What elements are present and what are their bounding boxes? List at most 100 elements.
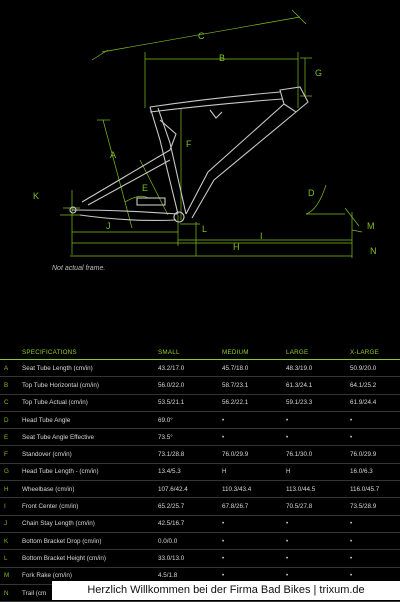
not-actual-frame-note: Not actual frame. bbox=[52, 265, 106, 272]
cell-small: 13.4/5.3 bbox=[158, 463, 222, 482]
cell-x-large: 73.5/28.9 bbox=[350, 497, 400, 516]
label-l: L bbox=[202, 224, 207, 234]
cell-medium: 110.3/43.4 bbox=[222, 480, 286, 499]
cell-small: 56.0/22.0 bbox=[158, 376, 222, 395]
label-e: E bbox=[142, 183, 148, 193]
cell-small: 73.5° bbox=[158, 428, 222, 447]
row-spec-name: Seat Tube Angle Effective bbox=[22, 428, 158, 447]
row-key: D bbox=[0, 411, 22, 430]
label-d: D bbox=[308, 188, 315, 198]
cell-medium: • bbox=[222, 549, 286, 568]
cell-x-large: 50.9/20.0 bbox=[350, 359, 400, 378]
footer-banner: Herzlich Willkommen bei der Firma Bad Bi… bbox=[52, 581, 400, 600]
cell-medium: 45.7/18.0 bbox=[222, 359, 286, 378]
cell-large: • bbox=[286, 411, 350, 430]
cell-x-large: 76.0/29.9 bbox=[350, 445, 400, 464]
row-spec-name: Head Tube Angle bbox=[22, 411, 158, 430]
cell-medium: • bbox=[222, 532, 286, 551]
label-c: C bbox=[198, 31, 205, 41]
row-key: M bbox=[0, 567, 22, 585]
cell-medium: • bbox=[222, 411, 286, 430]
frame-geometry-diagram: C B G A F E D K J L M I H N bbox=[33, 9, 377, 258]
cell-large: • bbox=[286, 428, 350, 447]
cell-x-large: 116.0/45.7 bbox=[350, 480, 400, 499]
cell-small: 33.0/13.0 bbox=[158, 549, 222, 568]
label-k: K bbox=[33, 191, 39, 201]
cell-large: 48.3/19.0 bbox=[286, 359, 350, 378]
row-spec-name: Wheelbase (cm/in) bbox=[22, 480, 158, 499]
label-n: N bbox=[370, 246, 377, 256]
cell-small: 53.5/21.1 bbox=[158, 394, 222, 412]
cell-large: • bbox=[286, 532, 350, 551]
cell-small: 69.0° bbox=[158, 411, 222, 430]
header-medium: MEDIUM bbox=[222, 345, 286, 360]
cell-x-large: • bbox=[350, 411, 400, 430]
cell-x-large: 16.0/6.3 bbox=[350, 463, 400, 482]
cell-medium: • bbox=[222, 428, 286, 447]
label-h: H bbox=[233, 242, 240, 252]
label-a: A bbox=[110, 150, 116, 160]
label-j: J bbox=[106, 221, 111, 231]
row-spec-name: Top Tube Actual (cm/in) bbox=[22, 394, 158, 412]
geometry-table: SPECIFICATIONS SMALL MEDIUM LARGE X-LARG… bbox=[0, 345, 400, 602]
cell-large: • bbox=[286, 549, 350, 568]
cell-small: 107.6/42.4 bbox=[158, 480, 222, 499]
cell-small: 43.2/17.0 bbox=[158, 359, 222, 378]
cell-small: 65.2/25.7 bbox=[158, 497, 222, 516]
label-m: M bbox=[367, 221, 375, 231]
cell-medium: 56.2/22.1 bbox=[222, 394, 286, 412]
row-spec-name: Bottom Bracket Height (cm/in) bbox=[22, 549, 158, 568]
row-key: A bbox=[0, 359, 22, 378]
row-key: H bbox=[0, 480, 22, 499]
cell-medium: 58.7/23.1 bbox=[222, 376, 286, 395]
row-key: G bbox=[0, 463, 22, 482]
row-key: I bbox=[0, 497, 22, 516]
cell-large: 113.0/44.5 bbox=[286, 480, 350, 499]
cell-large: 76.1/30.0 bbox=[286, 445, 350, 464]
row-spec-name: Head Tube Length - (cm/in) bbox=[22, 463, 158, 482]
cell-x-large: • bbox=[350, 428, 400, 447]
row-key: L bbox=[0, 549, 22, 568]
cell-x-large: 64.1/25.2 bbox=[350, 376, 400, 395]
row-spec-name: Top Tube Horizontal (cm/in) bbox=[22, 376, 158, 395]
cell-large: H bbox=[286, 463, 350, 482]
cell-large: 59.1/23.3 bbox=[286, 394, 350, 412]
label-b: B bbox=[219, 53, 225, 63]
row-key: N bbox=[0, 584, 22, 602]
cell-medium: • bbox=[222, 515, 286, 533]
row-spec-name: Standover (cm/in) bbox=[22, 445, 158, 464]
label-f: F bbox=[186, 139, 192, 149]
row-key: J bbox=[0, 515, 22, 533]
cell-x-large: • bbox=[350, 515, 400, 533]
row-key: F bbox=[0, 445, 22, 464]
row-spec-name: Bottom Bracket Drop (cm/in) bbox=[22, 532, 158, 551]
row-key: B bbox=[0, 376, 22, 395]
header-small: SMALL bbox=[158, 345, 222, 360]
cell-large: • bbox=[286, 515, 350, 533]
row-spec-name: Seat Tube Length (cm/in) bbox=[22, 359, 158, 378]
header-large: LARGE bbox=[286, 345, 350, 360]
cell-small: 73.1/28.8 bbox=[158, 445, 222, 464]
cell-small: 0.0/0.0 bbox=[158, 532, 222, 551]
header-x-large: X-LARGE bbox=[350, 345, 400, 360]
label-g: G bbox=[315, 68, 322, 78]
cell-medium: 76.0/29.9 bbox=[222, 445, 286, 464]
row-spec-name: Front Center (cm/in) bbox=[22, 497, 158, 516]
row-key: K bbox=[0, 532, 22, 551]
cell-x-large: 61.9/24.4 bbox=[350, 394, 400, 412]
row-key: C bbox=[0, 394, 22, 412]
cell-x-large: • bbox=[350, 549, 400, 568]
row-spec-name: Chain Stay Length (cm/in) bbox=[22, 515, 158, 533]
row-key: E bbox=[0, 428, 22, 447]
header-specifications: SPECIFICATIONS bbox=[22, 345, 158, 360]
